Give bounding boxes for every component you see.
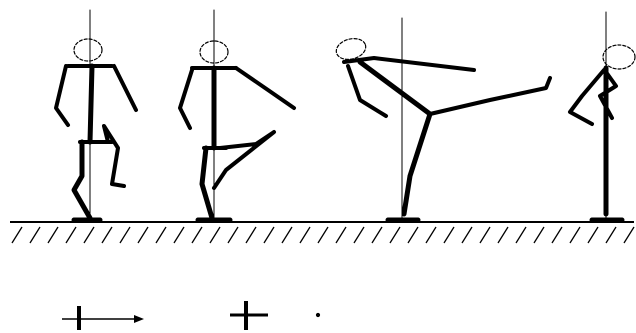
- small-point-icon: [315, 312, 321, 318]
- hatch-mark: [173, 226, 185, 244]
- hatch-mark: [443, 226, 455, 244]
- hatch-mark: [461, 226, 473, 244]
- ground: [10, 221, 635, 244]
- hatch-mark: [83, 226, 95, 244]
- hatch-mark: [155, 226, 167, 244]
- hatch-mark: [587, 226, 599, 244]
- hatch-mark: [389, 226, 401, 244]
- hatch-mark: [353, 226, 365, 244]
- frame-2: [178, 9, 296, 223]
- frame-4: [568, 11, 636, 223]
- frame-1: [54, 9, 138, 223]
- hatch-mark: [119, 226, 131, 244]
- cross-marker-icon: [230, 301, 268, 330]
- hatch-mark: [137, 226, 149, 244]
- hatch-mark: [425, 226, 437, 244]
- hatch-mark: [65, 226, 77, 244]
- hatch-mark: [497, 226, 509, 244]
- vertical-line-with-arrow-icon: [62, 306, 144, 330]
- chambered-leg: [212, 130, 276, 190]
- right-arm: [112, 64, 138, 112]
- hatch-mark: [317, 226, 329, 244]
- hatch-mark: [11, 226, 23, 244]
- left-arm: [54, 64, 70, 127]
- hatch-mark: [569, 226, 581, 244]
- hatch-mark: [29, 226, 41, 244]
- hatch-mark: [623, 226, 635, 244]
- frame-3: [335, 17, 552, 223]
- hatch-mark: [371, 226, 383, 244]
- hatch-mark: [245, 226, 257, 244]
- hatch-mark: [101, 226, 113, 244]
- standing-leg: [71, 139, 93, 221]
- hatch-mark: [335, 226, 347, 244]
- left-arm: [178, 68, 194, 130]
- hatch-mark: [47, 226, 59, 244]
- standing-leg: [199, 145, 215, 221]
- standing-leg: [401, 111, 433, 217]
- hatch-mark: [191, 226, 203, 244]
- head: [199, 40, 229, 64]
- torso: [357, 59, 433, 117]
- hatch-mark: [209, 226, 221, 244]
- hatch-mark: [227, 226, 239, 244]
- ground-hatching: [11, 226, 635, 244]
- hatch-mark: [479, 226, 491, 244]
- hatch-mark: [551, 226, 563, 244]
- head: [73, 38, 103, 62]
- guard-arm: [346, 64, 388, 118]
- raised-leg: [102, 124, 126, 188]
- hatch-mark: [263, 226, 275, 244]
- hatch-mark: [299, 226, 311, 244]
- kicking-leg: [428, 76, 552, 116]
- right-arm: [234, 66, 296, 110]
- hatch-mark: [605, 226, 617, 244]
- extended-arm: [342, 56, 476, 72]
- legend: [62, 301, 321, 330]
- head: [335, 37, 367, 61]
- head: [602, 44, 636, 70]
- torso: [87, 63, 95, 145]
- hatch-mark: [407, 226, 419, 244]
- guard-arm: [568, 68, 606, 126]
- arm: [598, 70, 618, 120]
- hatch-mark: [281, 226, 293, 244]
- hatch-mark: [533, 226, 545, 244]
- hatch-mark: [515, 226, 527, 244]
